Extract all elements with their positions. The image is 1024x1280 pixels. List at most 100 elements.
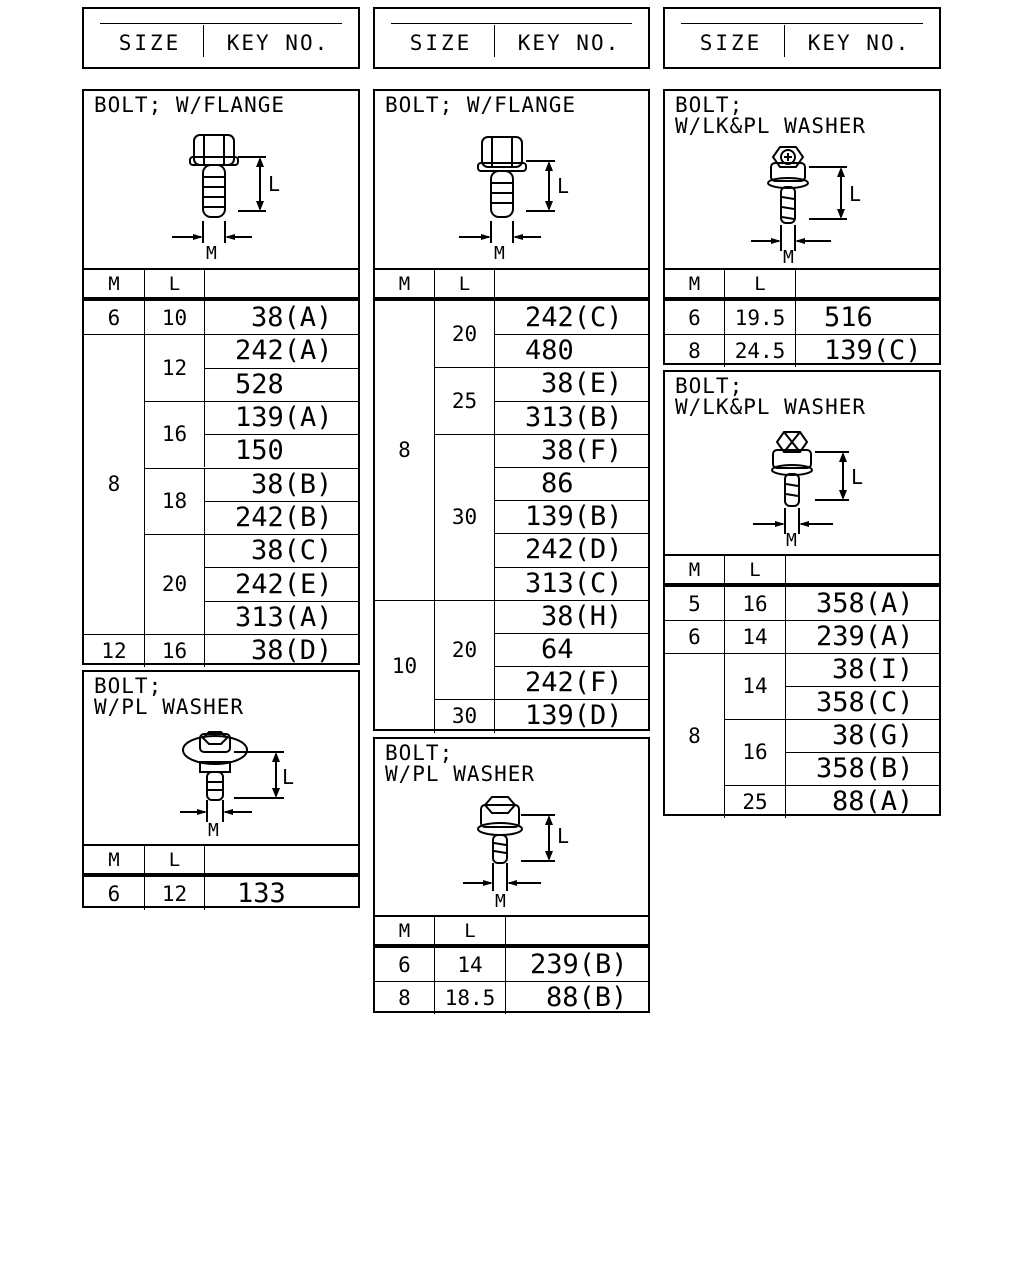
svg-text:L: L	[557, 174, 569, 198]
size-l-cell: 10	[145, 301, 205, 335]
size-m-cell: 10	[375, 599, 435, 733]
size-m-cell: 6	[665, 620, 725, 653]
svg-text:M: M	[495, 891, 506, 912]
key-no-header: KEY NO.	[807, 31, 911, 55]
svg-text:M: M	[208, 820, 219, 841]
key-no-cell: 150	[235, 435, 284, 467]
panel-bolt-lk-pl-washer-bottom: BOLT; W/LK&PL WASHER L M M L	[663, 370, 941, 818]
key-no-cell: 480	[525, 335, 574, 367]
size-m-cell: 6	[375, 948, 435, 981]
col-l-header: L	[145, 270, 205, 297]
col-m-header: M	[665, 556, 725, 583]
key-no-cell: 242(B)	[235, 501, 333, 533]
header-box-2: SIZE KEY NO.	[373, 7, 650, 69]
svg-text:L: L	[268, 172, 280, 196]
size-l-cell: 25	[725, 785, 786, 818]
key-no-cell: 38(E)	[541, 368, 623, 400]
size-l-cell: 16	[145, 634, 205, 668]
size-m-cell: 6	[84, 877, 145, 910]
svg-text:M: M	[494, 243, 505, 264]
size-l-cell: 25	[435, 367, 495, 434]
svg-text:L: L	[851, 465, 863, 489]
key-no-cell: 64	[541, 634, 574, 666]
col-l-header: L	[435, 917, 506, 944]
panel-bolt-flange-middle: BOLT; W/FLANGE L M M L	[373, 89, 650, 733]
size-l-cell: 12	[145, 877, 205, 910]
size-m-cell: 8	[375, 301, 435, 600]
size-l-cell: 20	[145, 534, 205, 634]
key-no-cell: 528	[235, 368, 284, 400]
panel-bolt-pl-washer-left: BOLT; W/PL WASHER L M M L	[82, 670, 360, 910]
size-l-cell: 12	[145, 334, 205, 401]
size-l-cell: 20	[435, 301, 495, 368]
col-m-header: M	[665, 270, 725, 297]
key-no-cell: 38(B)	[251, 468, 333, 500]
size-m-cell: 6	[84, 301, 145, 335]
size-m-cell: 6	[665, 301, 725, 334]
svg-text:L: L	[282, 765, 294, 789]
key-no-cell: 139(D)	[525, 700, 623, 732]
panel-title: BOLT; W/LK&PL WASHER	[675, 374, 867, 419]
key-no-cell: 358(A)	[816, 588, 914, 619]
key-no-cell: 239(B)	[530, 949, 628, 980]
key-no-cell: 38(F)	[541, 434, 623, 466]
size-m-cell: 8	[665, 653, 725, 818]
size-l-cell: 18	[145, 467, 205, 535]
col-l-header: L	[725, 556, 786, 583]
size-l-cell: 16	[145, 400, 205, 468]
key-no-cell: 88(A)	[832, 786, 914, 817]
size-header: SIZE	[118, 31, 182, 55]
key-no-cell: 313(C)	[525, 567, 623, 599]
lk-pl-washer-bolt-figure: L M	[751, 146, 861, 268]
key-no-cell: 86	[541, 468, 574, 500]
key-no-cell: 139(A)	[235, 402, 333, 434]
key-no-cell: 38(D)	[251, 635, 333, 667]
svg-text:M: M	[206, 243, 217, 264]
lk-pl-washer-bolt-figure: L M	[753, 431, 863, 551]
size-header: SIZE	[409, 31, 473, 55]
size-m-cell: 8	[375, 981, 435, 1014]
key-no-cell: 242(D)	[525, 534, 623, 566]
key-no-cell: 313(A)	[235, 601, 333, 633]
panel-title: BOLT; W/PL WASHER	[94, 674, 245, 719]
col-m-header: M	[375, 917, 435, 944]
size-l-cell: 24.5	[725, 334, 796, 367]
size-m-cell: 8	[665, 334, 725, 367]
pl-washer-bolt-figure: L M	[180, 731, 294, 841]
header-box-3: SIZE KEY NO.	[663, 7, 941, 69]
size-header: SIZE	[699, 31, 763, 55]
size-l-cell: 16	[725, 587, 786, 620]
key-no-cell: 139(B)	[525, 501, 623, 533]
col-m-header: M	[375, 270, 435, 297]
key-no-cell: 38(A)	[251, 302, 333, 334]
key-no-cell: 38(G)	[832, 720, 914, 751]
col-l-header: L	[435, 270, 495, 297]
pl-washer-bolt-figure: L M	[463, 796, 569, 912]
col-l-header: L	[145, 846, 205, 873]
key-no-cell: 242(A)	[235, 335, 333, 367]
size-l-cell: 18.5	[435, 981, 506, 1014]
header-box-1: SIZE KEY NO.	[82, 7, 360, 69]
key-no-cell: 242(C)	[525, 302, 623, 334]
key-no-cell: 313(B)	[525, 401, 623, 433]
key-no-cell: 88(B)	[546, 982, 628, 1013]
size-l-cell: 14	[725, 620, 786, 653]
size-l-cell: 19.5	[725, 301, 796, 334]
size-l-cell: 16	[725, 719, 786, 785]
size-l-cell: 30	[435, 433, 495, 600]
flange-bolt-figure: L M	[172, 134, 280, 264]
panel-title: BOLT; W/PL WASHER	[385, 741, 536, 786]
key-no-cell: 38(C)	[251, 535, 333, 567]
svg-text:L: L	[849, 182, 861, 206]
